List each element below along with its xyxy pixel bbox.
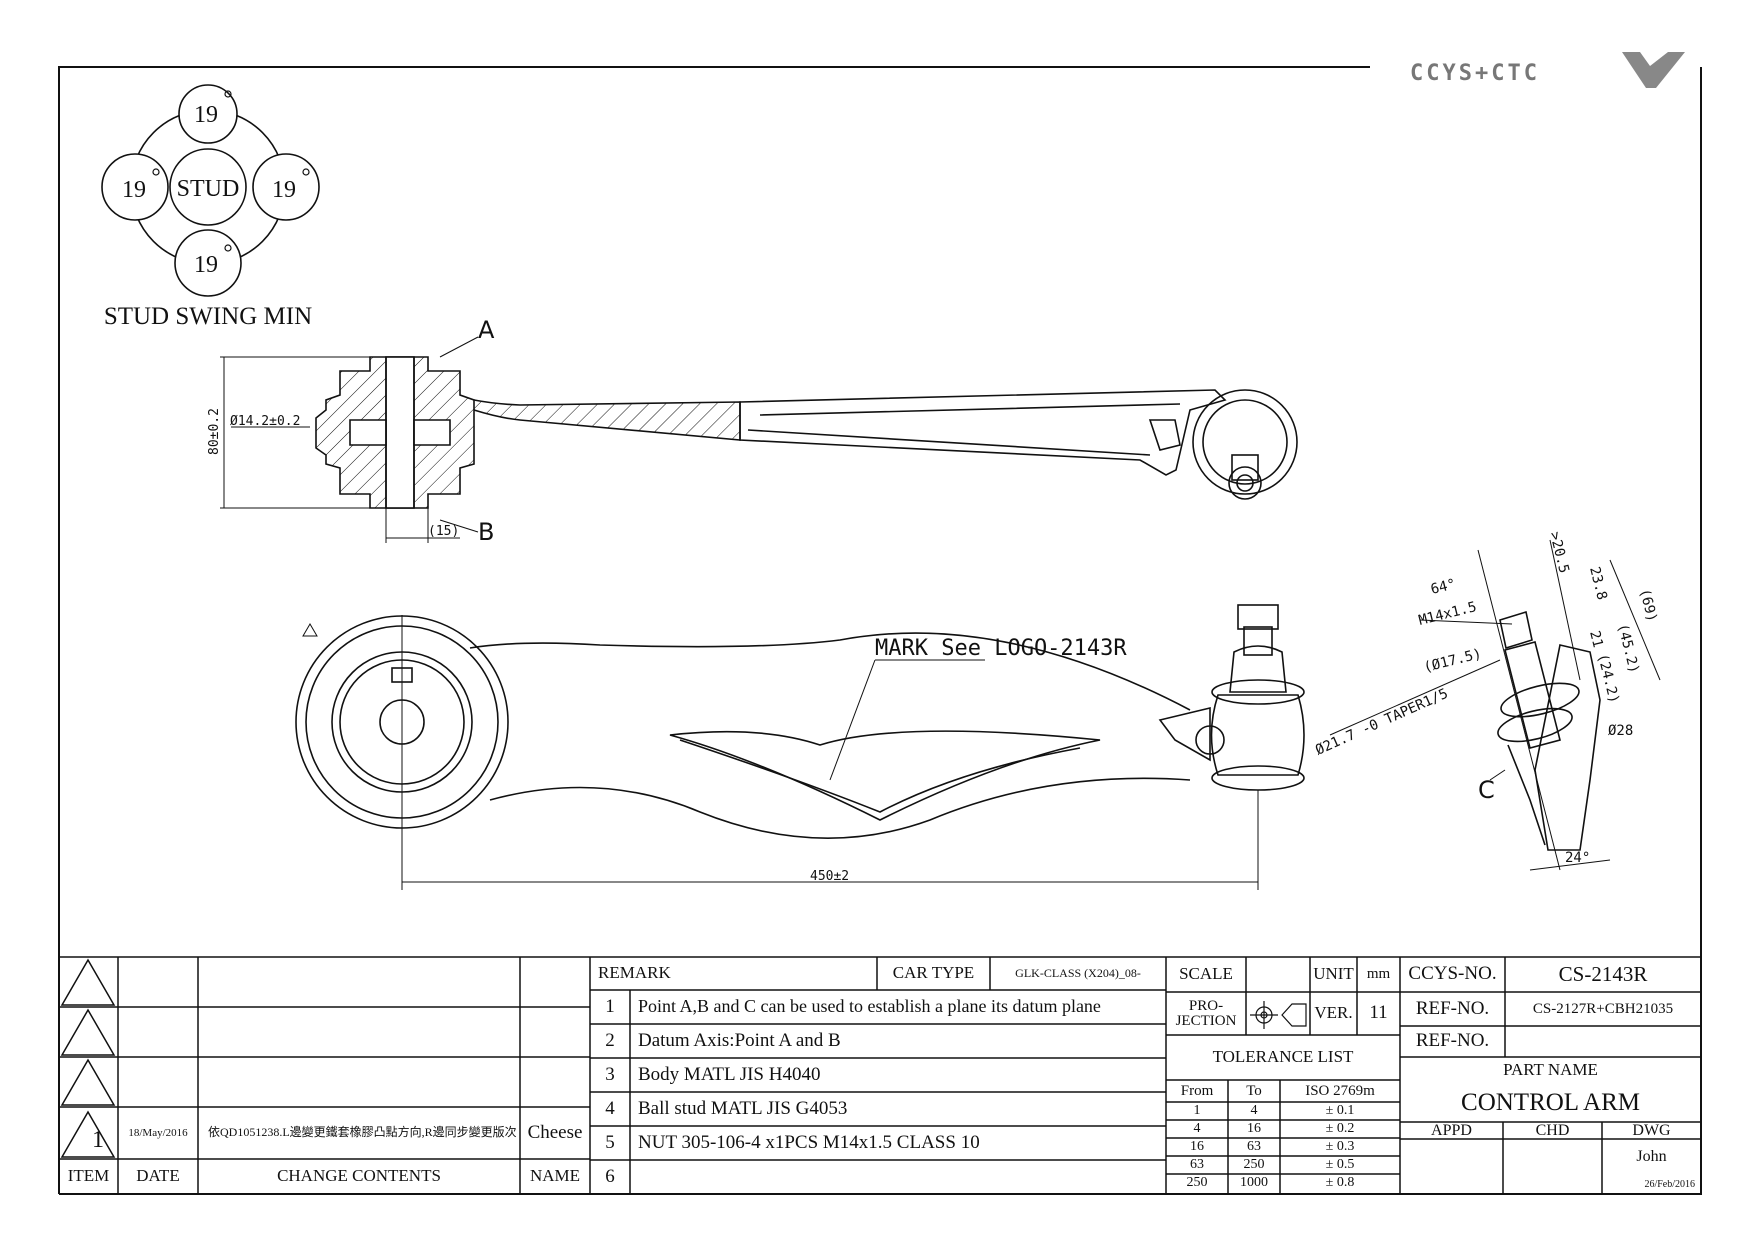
length-dimension: 450±2 [810, 869, 849, 884]
tolerance-cell: 1000 [1240, 1175, 1268, 1191]
remark-no-4: 4 [605, 1097, 615, 1119]
remark-text-4: Ball stud MATL JIS G4053 [638, 1097, 848, 1119]
side-d21: 21 [1586, 629, 1606, 649]
bore-dimension: Ø14.2±0.2 [230, 414, 300, 429]
ver-value: 11 [1369, 1002, 1388, 1024]
side-angle-bottom: 24° [1565, 850, 1590, 866]
remark-no-6: 6 [605, 1165, 615, 1187]
tolerance-cell: ± 0.5 [1325, 1157, 1355, 1173]
side-d205: >20.5 [1546, 530, 1572, 575]
car-type-value: GLK-CLASS (X204)_08- [1015, 965, 1141, 980]
title-block-grid [59, 956, 1701, 1194]
tol-header-from: From [1180, 1082, 1214, 1099]
ccys-no-label: CCYS-NO. [1408, 963, 1497, 985]
title-block: 1 18/May/2016 依QD1051238.L邊變更鐵套橡膠凸點方向,R邊… [59, 957, 1701, 1194]
tolerance-cell: ± 0.1 [1325, 1103, 1355, 1119]
side-angle-top: 64° [1429, 576, 1457, 598]
remark-text-2: Datum Axis:Point A and B [638, 1029, 841, 1051]
tolerance-cell: 4 [1193, 1121, 1201, 1137]
logo-mark [1622, 52, 1685, 88]
rev-header-name: NAME [529, 1166, 581, 1186]
stud-swing-diagram [101, 84, 320, 297]
point-c-label: C [1478, 776, 1495, 804]
point-b-label: B [478, 518, 494, 546]
remark-text-3: Body MATL JIS H4040 [638, 1063, 821, 1085]
side-d452: (45.2) [1614, 622, 1642, 675]
height-dimension: 80±0.2 [207, 408, 222, 455]
tolerance-cell: 250 [1186, 1175, 1208, 1191]
side-d242: (24.2) [1594, 652, 1622, 705]
tolerance-cell: 16 [1190, 1139, 1204, 1155]
ref-no-value: CS-2127R+CBH21035 [1532, 1000, 1674, 1017]
tolerance-cell: 63 [1190, 1157, 1204, 1173]
brand-logo: CCYS+CTC [1410, 52, 1685, 88]
side-taper: Ø21.7 -0 TAPER1/5 [1313, 686, 1450, 759]
rev-header-item: ITEM [67, 1166, 110, 1186]
tolerance-cell: 250 [1243, 1157, 1265, 1173]
stud-label: STUD [177, 176, 240, 202]
side-thread: M14x1.5 [1417, 599, 1478, 629]
tolerance-cell: ± 0.8 [1325, 1175, 1355, 1191]
mark-note: MARK See LOGO-2143R [875, 636, 1127, 661]
part-name-value: CONTROL ARM [1461, 1088, 1640, 1116]
remark-text-5: NUT 305-106-4 x1PCS M14x1.5 CLASS 10 [638, 1131, 980, 1153]
dwg-label: DWG [1632, 1122, 1671, 1139]
tolerance-cell: 4 [1250, 1103, 1258, 1119]
arm-top-view [315, 356, 1298, 509]
rev-date-1: 18/May/2016 [128, 1126, 188, 1139]
side-d28: Ø28 [1608, 723, 1633, 739]
remark-text-6 [630, 1160, 1166, 1194]
projection-label: PRO- JECTION [1175, 997, 1237, 1029]
tolerance-cell: ± 0.3 [1325, 1139, 1355, 1155]
tolerance-cell: 16 [1247, 1121, 1261, 1137]
tolerance-title: TOLERANCE LIST [1212, 1047, 1354, 1067]
offset-dimension: (15) [428, 524, 459, 539]
tolerance-cell: 63 [1247, 1139, 1261, 1155]
swing-angle-top: 19 [194, 102, 218, 128]
ref-no-2-label: REF-NO. [1415, 1030, 1490, 1052]
stud-swing-title: STUD SWING MIN [104, 303, 312, 330]
side-d238: 23.8 [1586, 565, 1610, 602]
rev-header-date: DATE [136, 1166, 180, 1186]
scale-value [1246, 957, 1310, 992]
unit-value: mm [1366, 966, 1391, 983]
logo-text: CCYS+CTC [1410, 61, 1540, 86]
tolerance-cell: ± 0.2 [1325, 1121, 1355, 1137]
point-a-label: A [478, 316, 495, 344]
rev-item-1: 1 [92, 1126, 104, 1153]
remark-no-2: 2 [605, 1029, 615, 1051]
tol-header-to: To [1246, 1082, 1262, 1099]
remark-no-5: 5 [605, 1131, 615, 1153]
appd-label: APPD [1431, 1122, 1472, 1139]
drawing-border [58, 66, 1702, 1195]
ref-no-label: REF-NO. [1415, 997, 1490, 1019]
car-type-label: CAR TYPE [892, 963, 975, 983]
chd-label: CHD [1535, 1122, 1570, 1139]
swing-angle-bottom: 19 [194, 252, 218, 278]
remark-no-3: 3 [605, 1063, 615, 1085]
arm-front-view [295, 604, 1305, 839]
side-d69: (69) [1636, 587, 1660, 624]
scale-label: SCALE [1179, 964, 1233, 984]
arm-side-view [1497, 610, 1601, 851]
swing-angle-right: 19 [272, 177, 296, 203]
swing-angle-left: 19 [122, 177, 146, 203]
ref-no-2-value [1505, 1026, 1701, 1057]
projection-symbol [1250, 1001, 1307, 1029]
dwg-date: 26/Feb/2016 [1644, 1178, 1695, 1190]
rev-contents-1: 依QD1051238.L邊變更鐵套橡膠凸點方向,R邊同步變更版次 [208, 1125, 517, 1140]
ver-label: VER. [1314, 1003, 1353, 1023]
ccys-no-value: CS-2143R [1558, 961, 1648, 986]
tolerance-cell: 1 [1193, 1103, 1201, 1119]
remark-no-1: 1 [605, 995, 615, 1017]
part-name-label: PART NAME [1503, 1059, 1598, 1079]
rev-name-1: Cheese [527, 1121, 583, 1143]
remark-header: REMARK [598, 963, 671, 983]
dwg-by: John [1636, 1148, 1667, 1166]
rev-header-contents: CHANGE CONTENTS [277, 1166, 441, 1186]
unit-label: UNIT [1313, 964, 1354, 984]
tol-header-iso: ISO 2769m [1305, 1082, 1375, 1099]
remark-text-1: Point A,B and C can be used to establish… [638, 996, 1101, 1017]
